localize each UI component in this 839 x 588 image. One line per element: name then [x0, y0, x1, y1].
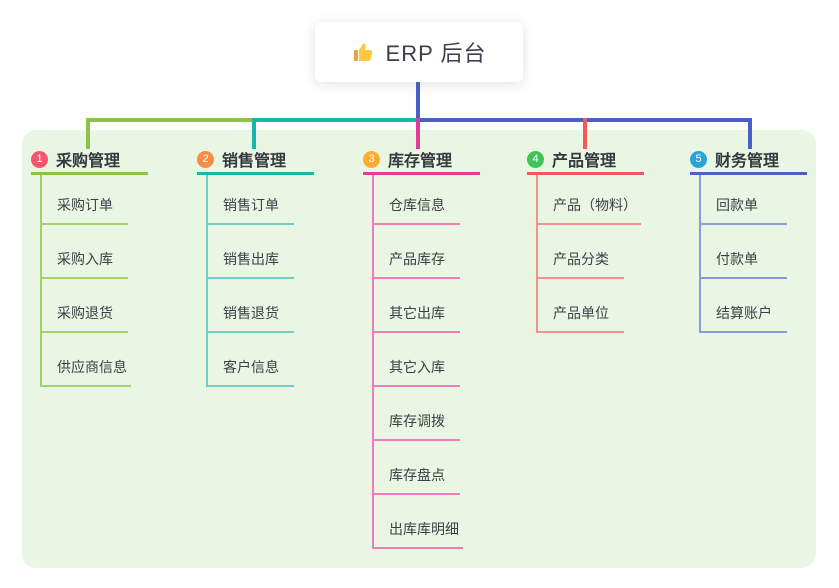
badge-1-icon: 1	[31, 150, 48, 168]
tree-node-row: 付款单	[699, 225, 807, 279]
node-label[interactable]: 产品单位	[536, 303, 624, 333]
tree-node-row: 采购订单	[40, 175, 148, 225]
root-node[interactable]: ERP 后台	[315, 22, 523, 82]
root-title: ERP 后台	[385, 41, 487, 66]
node-label[interactable]: 结算账户	[699, 303, 787, 333]
node-label[interactable]: 仓库信息	[372, 195, 460, 225]
branch-sales: 2 销售管理 销售订单 销售出库 销售退货 客户信息	[197, 146, 314, 387]
branch-product: 4 产品管理 产品（物料） 产品分类 产品单位	[527, 146, 644, 333]
connector-drop-purchase	[86, 118, 90, 149]
connector-drop-sales	[252, 118, 256, 149]
thumbs-up-icon	[352, 40, 376, 64]
tree-node-row: 销售退货	[206, 279, 314, 333]
tree-node-row: 销售订单	[206, 175, 314, 225]
node-label[interactable]: 产品库存	[372, 249, 460, 279]
tree-node-row: 产品库存	[372, 225, 480, 279]
tree-node-row: 产品分类	[536, 225, 644, 279]
branch-title: 库存管理	[388, 153, 453, 170]
tree-node-row: 采购入库	[40, 225, 148, 279]
connector-drop-inventory	[416, 118, 420, 149]
branch-finance-children: 回款单 付款单 结算账户	[699, 175, 807, 333]
root-connector	[416, 82, 420, 120]
tree-node-row: 产品（物料）	[536, 175, 644, 225]
node-label[interactable]: 付款单	[699, 249, 787, 279]
connector-segment-sales	[254, 118, 417, 122]
node-label[interactable]: 销售出库	[206, 249, 294, 279]
tree-node-row: 供应商信息	[40, 333, 148, 387]
tree-node-row: 销售出库	[206, 225, 314, 279]
tree-node-row: 回款单	[699, 175, 807, 225]
node-label[interactable]: 回款单	[699, 195, 787, 225]
branch-inventory: 3 库存管理 仓库信息 产品库存 其它出库 其它入库 库存调拨 库存盘点 出库库…	[363, 146, 480, 549]
branches-panel	[22, 130, 816, 568]
tree-node-row: 客户信息	[206, 333, 314, 387]
branch-purchase: 1 采购管理 采购订单 采购入库 采购退货 供应商信息	[31, 146, 148, 387]
branch-title: 销售管理	[222, 153, 287, 170]
branch-purchase-children: 采购订单 采购入库 采购退货 供应商信息	[40, 175, 148, 387]
tree-node-row: 其它入库	[372, 333, 480, 387]
connector-segment-purchase	[86, 118, 254, 122]
branch-inventory-header[interactable]: 3 库存管理	[363, 146, 480, 175]
node-label[interactable]: 采购退货	[40, 303, 128, 333]
badge-2-icon: 2	[197, 150, 214, 168]
tree-node-row: 产品单位	[536, 279, 644, 333]
node-label[interactable]: 其它出库	[372, 303, 460, 333]
branch-finance: 5 财务管理 回款单 付款单 结算账户	[690, 146, 807, 333]
branch-title: 财务管理	[715, 153, 780, 170]
tree-node-row: 出库库明细	[372, 495, 480, 549]
branch-title: 产品管理	[552, 153, 617, 170]
node-label[interactable]: 销售退货	[206, 303, 294, 333]
branch-purchase-header[interactable]: 1 采购管理	[31, 146, 148, 175]
node-label[interactable]: 库存盘点	[372, 465, 460, 495]
tree-node-row: 库存调拨	[372, 387, 480, 441]
connector-drop-product	[583, 118, 587, 149]
branch-finance-header[interactable]: 5 财务管理	[690, 146, 807, 175]
node-label[interactable]: 供应商信息	[40, 357, 131, 387]
branch-inventory-children: 仓库信息 产品库存 其它出库 其它入库 库存调拨 库存盘点 出库库明细	[372, 175, 480, 549]
node-label[interactable]: 采购订单	[40, 195, 128, 225]
branch-title: 采购管理	[56, 153, 121, 170]
badge-5-icon: 5	[690, 150, 707, 168]
tree-node-row: 结算账户	[699, 279, 807, 333]
tree-node-row: 库存盘点	[372, 441, 480, 495]
node-label[interactable]: 其它入库	[372, 357, 460, 387]
node-label[interactable]: 销售订单	[206, 195, 294, 225]
branch-product-header[interactable]: 4 产品管理	[527, 146, 644, 175]
tree-node-row: 采购退货	[40, 279, 148, 333]
node-label[interactable]: 出库库明细	[372, 519, 463, 549]
tree-node-row: 其它出库	[372, 279, 480, 333]
branch-sales-children: 销售订单 销售出库 销售退货 客户信息	[206, 175, 314, 387]
branch-product-children: 产品（物料） 产品分类 产品单位	[536, 175, 644, 333]
node-label[interactable]: 库存调拨	[372, 411, 460, 441]
node-label[interactable]: 产品（物料）	[536, 195, 641, 225]
node-label[interactable]: 采购入库	[40, 249, 128, 279]
tree-node-row: 仓库信息	[372, 175, 480, 225]
badge-3-icon: 3	[363, 150, 380, 168]
branch-sales-header[interactable]: 2 销售管理	[197, 146, 314, 175]
node-label[interactable]: 客户信息	[206, 357, 294, 387]
badge-4-icon: 4	[527, 150, 544, 168]
connector-drop-finance	[748, 118, 752, 149]
node-label[interactable]: 产品分类	[536, 249, 624, 279]
